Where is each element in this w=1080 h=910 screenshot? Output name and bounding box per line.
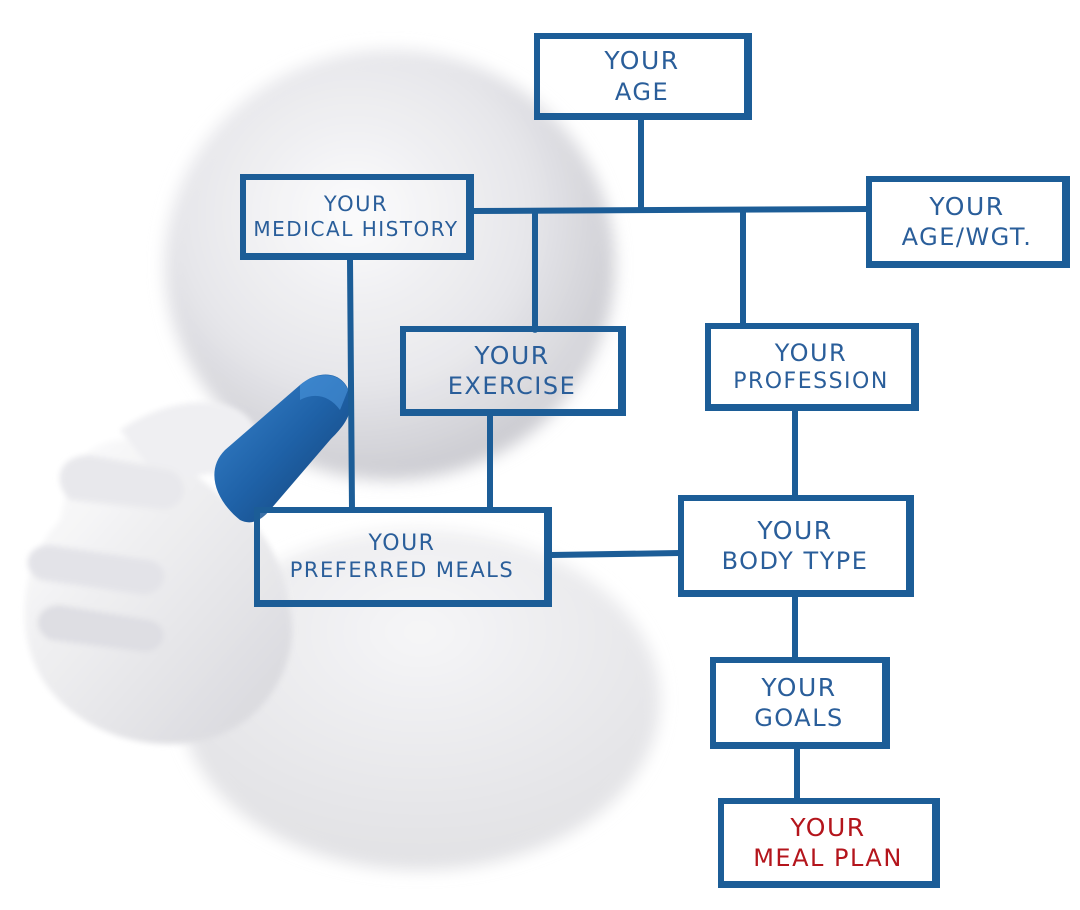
connector-history-to-meals (347, 257, 355, 513)
node-label-line2: PREFERRED MEALS (289, 558, 515, 583)
node-label-line1: YOUR (929, 191, 1005, 221)
node-label-line1: YOUR (474, 340, 550, 370)
node-label-line2: EXERCISE (447, 372, 577, 401)
node-your-medical-history: YOUR MEDICAL HISTORY (240, 174, 474, 260)
node-your-exercise: YOUR EXERCISE (400, 326, 626, 416)
node-your-age-wgt: YOUR AGE/WGT. (866, 176, 1070, 268)
hand-icon (24, 402, 292, 745)
node-label-line1: YOUR (761, 672, 837, 702)
node-your-age: YOUR AGE (534, 33, 752, 120)
node-label-line1: YOUR (368, 530, 436, 556)
node-label-line2: GOALS (754, 704, 844, 733)
node-your-body-type: YOUR BODY TYPE (678, 495, 914, 597)
node-your-goals: YOUR GOALS (710, 657, 890, 749)
node-label-line1: YOUR (790, 812, 866, 842)
node-your-profession: YOUR PROFESSION (705, 323, 919, 411)
node-label-line1: YOUR (774, 338, 848, 367)
connector-horizontal-bus (469, 206, 871, 214)
node-your-meal-plan: YOUR MEAL PLAN (718, 798, 940, 888)
connector-meals-to-bodytype (549, 550, 683, 558)
node-label-line1: YOUR (604, 46, 680, 76)
node-label-line2: BODY TYPE (721, 547, 869, 576)
node-label-line2: MEDICAL HISTORY (253, 217, 459, 242)
node-label-line1: YOUR (757, 515, 833, 545)
node-your-preferred-meals: YOUR PREFERRED MEALS (254, 507, 552, 607)
node-label-line1: YOUR (323, 191, 389, 216)
node-label-line2: PROFESSION (733, 368, 889, 394)
node-label-line2: AGE/WGT. (901, 223, 1033, 252)
marker-pen-icon (214, 374, 351, 523)
node-label-line2: MEAL PLAN (753, 844, 903, 873)
node-label-line2: AGE (614, 77, 670, 106)
figure-body (165, 50, 660, 870)
